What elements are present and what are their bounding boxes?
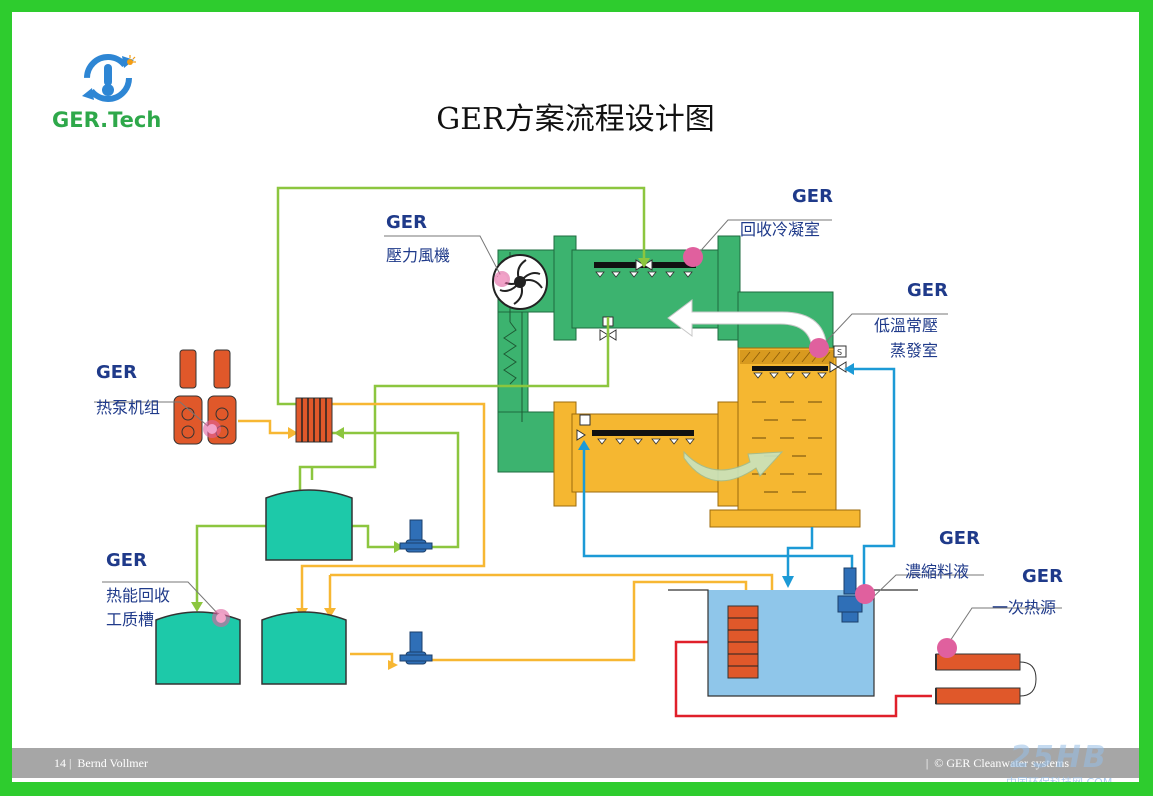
recovery-tank-label-line1: 热能回收 [106,586,171,605]
tank-middle [265,489,353,561]
concentrate-label: 濃縮料液 [905,562,970,581]
primary-heat-label: 一次热源 [992,598,1057,617]
primary-heat-tag: GER [1022,566,1063,587]
footer-bar: 14 | Bernd Vollmer | © GER Cleanwater sy… [12,748,1139,778]
watermark-logo: 25HB [1010,740,1108,775]
slide: S [12,12,1139,782]
pressure-fan [492,254,548,310]
condenser-tag: GER [792,186,833,207]
red-pipes [674,640,932,718]
plate-heat-exchanger [295,397,333,443]
callout-lines [94,219,1062,645]
tank-bottom-left [155,611,241,685]
green-pipes [195,186,646,606]
primary-heat-source [935,653,1037,705]
heat-pump-tag: GER [96,362,137,383]
footer-left: 14 | Bernd Vollmer [54,756,148,770]
recovery-tank-label-line2: 工质槽 [106,610,155,629]
circulation-pump-1 [399,519,433,553]
circulation-pump-2 [399,631,433,665]
recovery-tank-tag: GER [106,550,147,571]
concentrate-tag: GER [939,528,980,549]
logo-text: GER.Tech [52,108,162,132]
svg-text:S: S [837,348,842,357]
evaporator-label-line1: 低溫常壓 [874,316,939,335]
heat-pump-label: 热泵机组 [96,398,161,417]
copyright: © GER Cleanwater systems [934,756,1069,770]
footer-right: | © GER Cleanwater systems [925,756,1069,770]
evaporator-chamber [553,347,861,528]
evaporator-tag: GER [907,280,948,301]
fan-label: 壓力風機 [386,246,451,265]
evaporator-label-line2: 蒸發室 [890,341,939,360]
concentrate-basin [668,567,918,697]
fan-tag: GER [386,212,427,233]
page-number: 14 [54,756,66,770]
process-flow-diagram: S [82,54,1062,718]
tank-bottom-right [261,611,347,685]
vapor-flow-arrow [667,299,828,353]
author: Bernd Vollmer [77,756,148,770]
condenser-label: 回收冷凝室 [740,220,821,239]
pink-markers [203,247,957,658]
watermark-text: 中国环保科技网.COM [1006,774,1112,782]
page-title: GER方案流程设计图 [436,102,715,137]
logo-icon [82,54,136,102]
